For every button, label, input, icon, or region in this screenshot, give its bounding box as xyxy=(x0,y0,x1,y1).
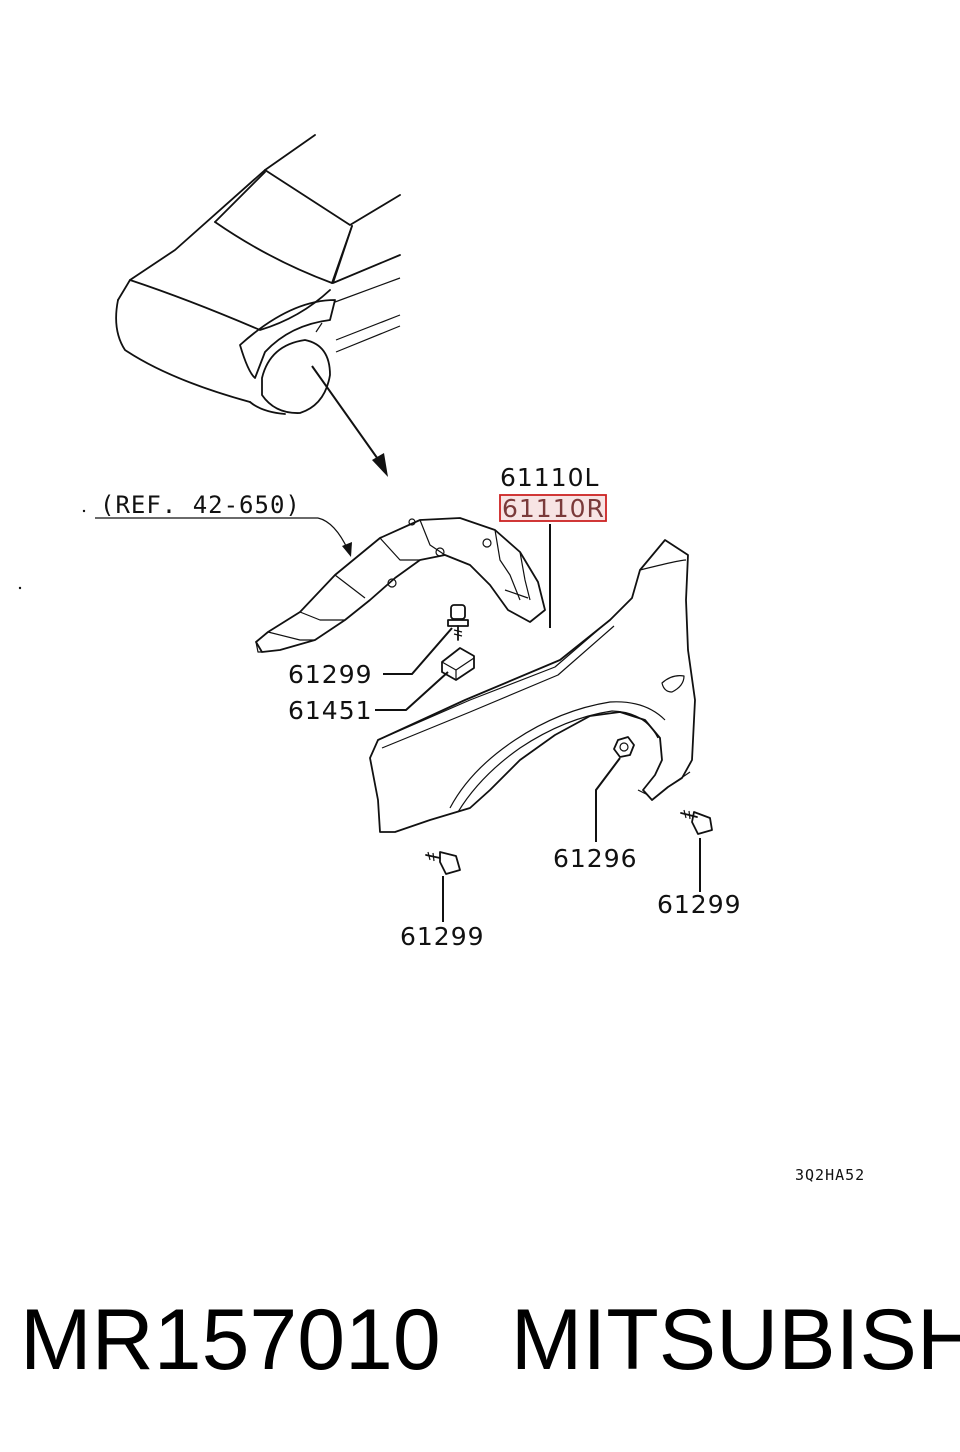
bolt-lower-right xyxy=(680,809,713,835)
part-number: MR157010 xyxy=(20,1292,441,1388)
callout-reference[interactable]: (REF. 42-650) xyxy=(100,491,301,519)
car-overview-illustration xyxy=(115,134,401,415)
callout-bracket[interactable]: 61451 xyxy=(288,696,373,725)
bolt-lower-left xyxy=(425,851,461,875)
callout-61110R[interactable]: 61110R xyxy=(502,494,605,523)
leader-lines xyxy=(375,524,701,922)
highlight-box xyxy=(499,494,607,522)
bolt-upper xyxy=(447,604,469,641)
direction-arrow xyxy=(311,365,388,477)
inner-fender-liner xyxy=(255,517,546,653)
front-fender-panel xyxy=(369,539,696,833)
callout-bolt-lower-right[interactable]: 61299 xyxy=(657,890,742,919)
callout-bolt-lower-left[interactable]: 61299 xyxy=(400,922,485,951)
part-footer: MR157010 MITSUBISHI xyxy=(20,1290,960,1390)
reference-leader xyxy=(18,509,352,590)
nut-part xyxy=(613,736,635,758)
callout-nut[interactable]: 61296 xyxy=(553,844,638,873)
bracket-part xyxy=(441,647,475,681)
callout-bolt-upper[interactable]: 61299 xyxy=(288,660,373,689)
diagram-code: 3Q2HA52 xyxy=(795,1166,865,1184)
callout-61110L[interactable]: 61110L xyxy=(500,463,599,492)
brand-name: MITSUBISHI xyxy=(510,1292,960,1388)
